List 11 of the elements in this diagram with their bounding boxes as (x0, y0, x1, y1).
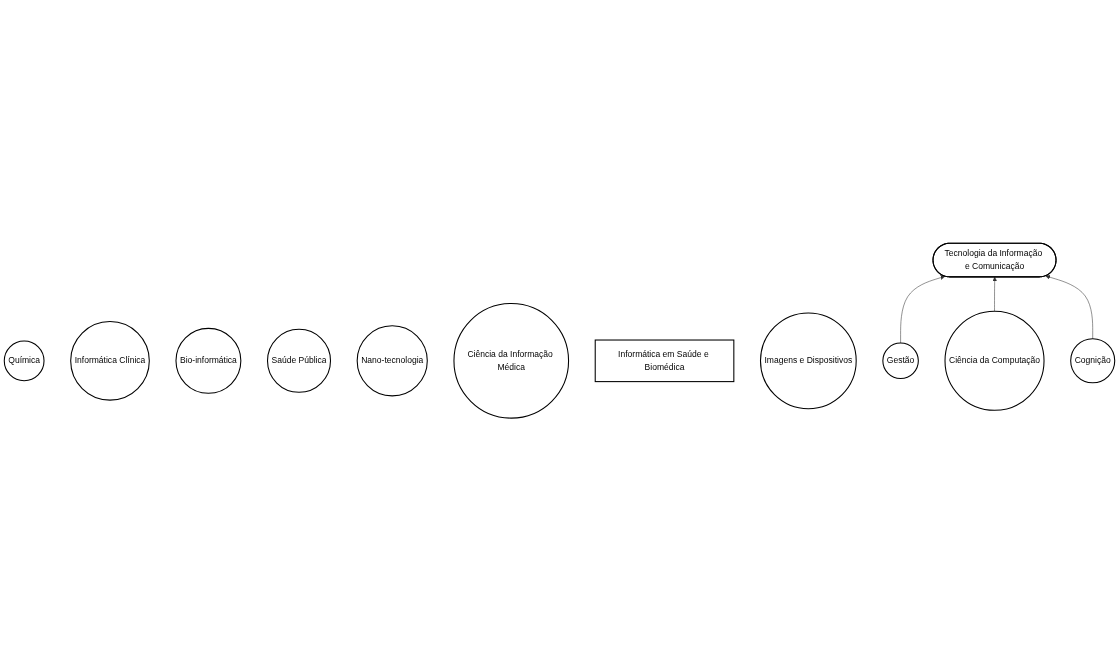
node-circle: Gestão (882, 342, 919, 380)
node-circle: Saúde Pública (266, 329, 332, 394)
node-circle: Bio-informática (175, 328, 242, 395)
node-circle: Ciência da Computação (944, 311, 1045, 412)
node-circle: Química (3, 340, 45, 382)
node-circle: Informática Clínica (70, 321, 150, 401)
node-circle: Imagens e Dispositivos (759, 312, 857, 410)
node-circle: Nano-tecnologia (356, 325, 428, 397)
node-box: Informática em Saúde e Biomédica (594, 339, 735, 383)
node-circle: Cognição (1070, 338, 1116, 384)
node-circle: Ciência da Informação Médica (453, 303, 570, 419)
